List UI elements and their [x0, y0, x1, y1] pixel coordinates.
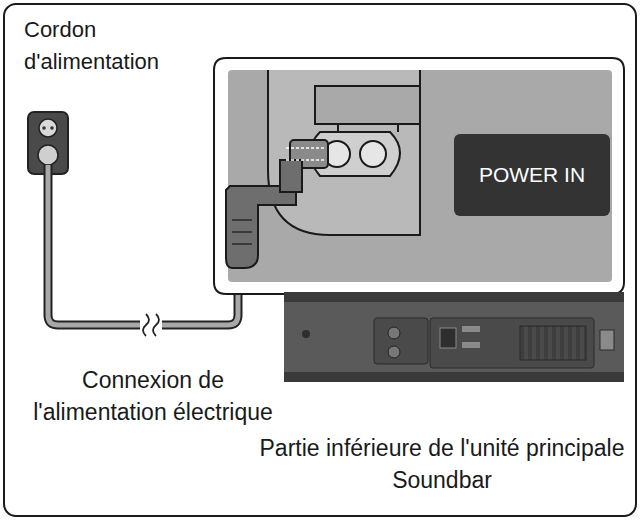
soundbar-part-caption: Partie inférieure de l'unité principale … — [256, 432, 628, 496]
soundbar-bottom — [284, 292, 624, 382]
power-plug — [226, 186, 296, 268]
connection-caption: Connexion de l'alimentation électrique — [28, 364, 278, 428]
power-cable — [48, 165, 238, 325]
panel-closeup — [228, 70, 612, 282]
break-symbol — [143, 314, 159, 336]
heading: Cordon d'alimentation — [24, 14, 194, 78]
power-in-label-box: POWER IN — [454, 134, 610, 216]
node-text: POWER IN — [479, 163, 585, 187]
wall-outlet — [28, 112, 68, 174]
outer-frame — [4, 4, 636, 516]
connector-recess — [268, 70, 420, 235]
zoom-callout — [214, 58, 624, 330]
